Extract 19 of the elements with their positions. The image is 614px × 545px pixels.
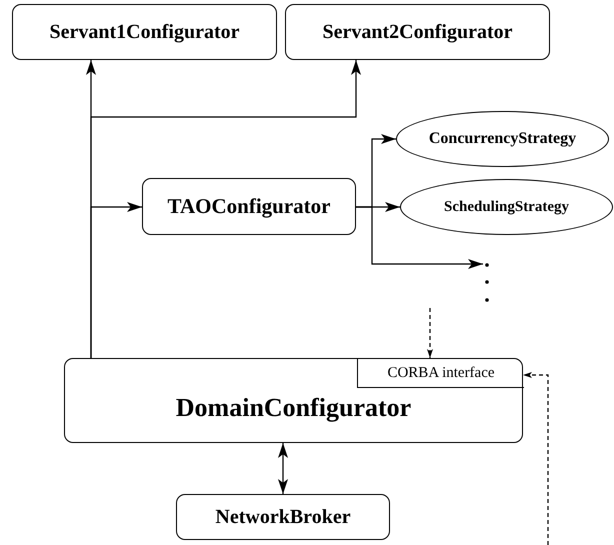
node-label: ConcurrencyStrategy bbox=[428, 130, 576, 148]
class-box bbox=[285, 4, 550, 60]
interface-box bbox=[357, 359, 524, 388]
node-label: Servant2Configurator bbox=[322, 20, 512, 44]
arrow bbox=[278, 443, 288, 494]
class-box bbox=[12, 4, 277, 60]
node-label: CORBA interface bbox=[387, 364, 495, 382]
class-box bbox=[64, 358, 523, 443]
arrow bbox=[523, 372, 549, 545]
node-label: DomainConfigurator bbox=[176, 393, 412, 423]
arrow bbox=[427, 308, 433, 358]
node-label: Servant1Configurator bbox=[50, 20, 240, 44]
class-box bbox=[176, 494, 390, 540]
arrow bbox=[90, 202, 142, 358]
node-label: NetworkBroker bbox=[215, 506, 351, 528]
node-label: SchedulingStrategy bbox=[444, 198, 569, 216]
node-label: TAOConfigurator bbox=[168, 194, 330, 219]
class-box bbox=[142, 178, 356, 235]
arrow bbox=[356, 206, 483, 269]
